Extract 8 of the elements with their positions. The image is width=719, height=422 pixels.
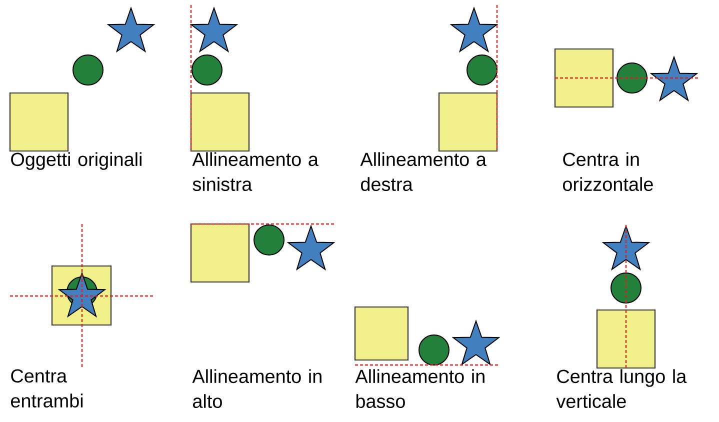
caption: Allineamento in alto (192, 369, 322, 408)
caption: Allineamento a sinistra (192, 152, 318, 192)
caption: Oggetti originali (11, 152, 142, 170)
caption: Allineamento a destra (360, 152, 486, 192)
caption: Centra lungo la verticale (556, 369, 687, 408)
caption: Centra in orizzontale (563, 152, 653, 192)
caption: Allineamento in basso (355, 369, 484, 408)
caption: Centra entrambi (11, 369, 83, 408)
